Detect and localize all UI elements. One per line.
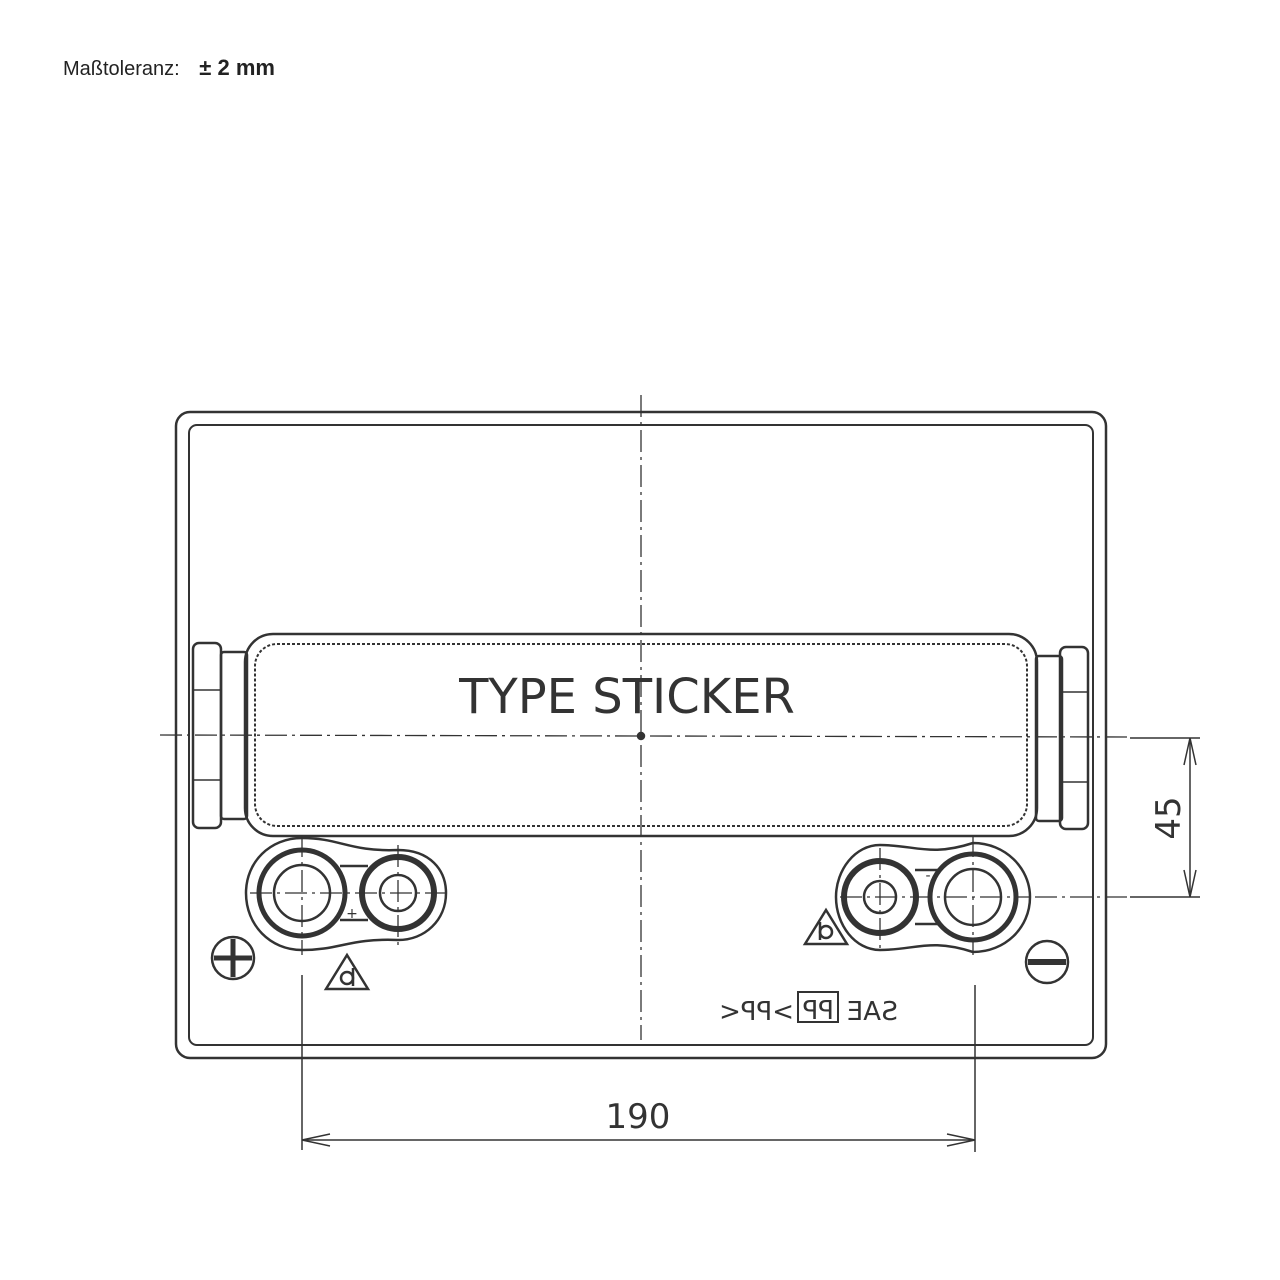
plus-icon (210, 935, 256, 981)
type-sticker-label: TYPE STICKER (458, 669, 795, 725)
plus-terminal-mark: + (346, 906, 358, 922)
width-dimension (301, 975, 976, 1152)
tolerance-note: Maßtoleranz: ± 2 mm (63, 55, 275, 81)
warning-triangle-icon (323, 952, 371, 991)
sae-marking: SAE PP >PP< (719, 991, 898, 1027)
left-terminal-pair (244, 836, 448, 952)
tolerance-value: ± 2 mm (199, 55, 275, 80)
tolerance-label: Maßtoleranz: (63, 58, 180, 80)
minus-terminal-mark: - (925, 868, 930, 884)
svg-text:PP: PP (803, 996, 834, 1026)
svg-text:>PP<: >PP< (719, 997, 794, 1027)
center-lines (159, 395, 1131, 1040)
right-handle (1034, 645, 1090, 831)
warning-triangle-icon (802, 907, 850, 946)
svg-text:SAE: SAE (847, 997, 898, 1027)
minus-icon (1024, 939, 1070, 985)
width-dimension-value: 190 (606, 1097, 671, 1137)
offset-dimension-value: 45 (1149, 796, 1189, 839)
offset-dimension (1130, 737, 1200, 898)
